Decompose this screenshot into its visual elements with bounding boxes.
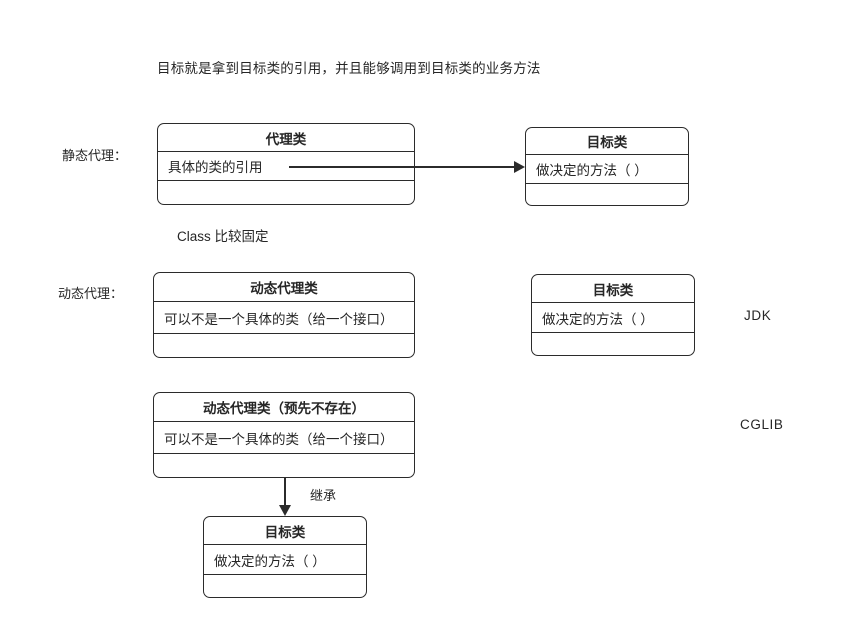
class-box-empty-row [204, 575, 366, 597]
class-box-member: 做决定的方法（ ） [532, 303, 694, 333]
cglib-inheritance-label: 继承 [310, 488, 337, 503]
header-note: 目标就是拿到目标类的引用，并且能够调用到目标类的业务方法 [157, 61, 541, 76]
static-target-class-box[interactable]: 目标类 做决定的方法（ ） [525, 127, 689, 206]
jdk-dynamic-proxy-class-box[interactable]: 动态代理类 可以不是一个具体的类（给一个接口） [153, 272, 415, 358]
cglib-inheritance-line [284, 478, 286, 508]
cglib-inheritance-arrowhead [279, 505, 291, 516]
cglib-dynamic-proxy-class-box[interactable]: 动态代理类（预先不存在） 可以不是一个具体的类（给一个接口） [153, 392, 415, 478]
class-box-header: 代理类 [158, 124, 414, 152]
class-box-header: 动态代理类（预先不存在） [154, 393, 414, 422]
class-box-empty-row [526, 184, 688, 205]
class-box-header: 目标类 [204, 517, 366, 545]
jdk-tech-label: JDK [744, 308, 772, 323]
class-box-empty-row [532, 333, 694, 355]
static-proxy-association-arrowhead [514, 161, 525, 173]
jdk-target-class-box[interactable]: 目标类 做决定的方法（ ） [531, 274, 695, 356]
static-proxy-note: Class 比较固定 [177, 229, 269, 244]
class-box-empty-row [158, 181, 414, 203]
cglib-tech-label: CGLIB [740, 417, 784, 432]
class-box-member: 做决定的方法（ ） [204, 545, 366, 575]
dynamic-proxy-label: 动态代理： [58, 286, 124, 301]
class-box-header: 动态代理类 [154, 273, 414, 302]
static-proxy-label: 静态代理： [62, 148, 128, 163]
static-proxy-class-box[interactable]: 代理类 具体的类的引用 [157, 123, 415, 205]
class-box-member: 具体的类的引用 [158, 152, 414, 181]
class-box-header: 目标类 [532, 275, 694, 303]
class-box-member: 做决定的方法（ ） [526, 155, 688, 184]
class-box-empty-row [154, 334, 414, 357]
class-box-member: 可以不是一个具体的类（给一个接口） [154, 302, 414, 334]
static-proxy-association-line [289, 166, 517, 168]
class-box-empty-row [154, 454, 414, 477]
class-box-member: 可以不是一个具体的类（给一个接口） [154, 422, 414, 454]
cglib-target-class-box[interactable]: 目标类 做决定的方法（ ） [203, 516, 367, 598]
class-box-header: 目标类 [526, 128, 688, 155]
